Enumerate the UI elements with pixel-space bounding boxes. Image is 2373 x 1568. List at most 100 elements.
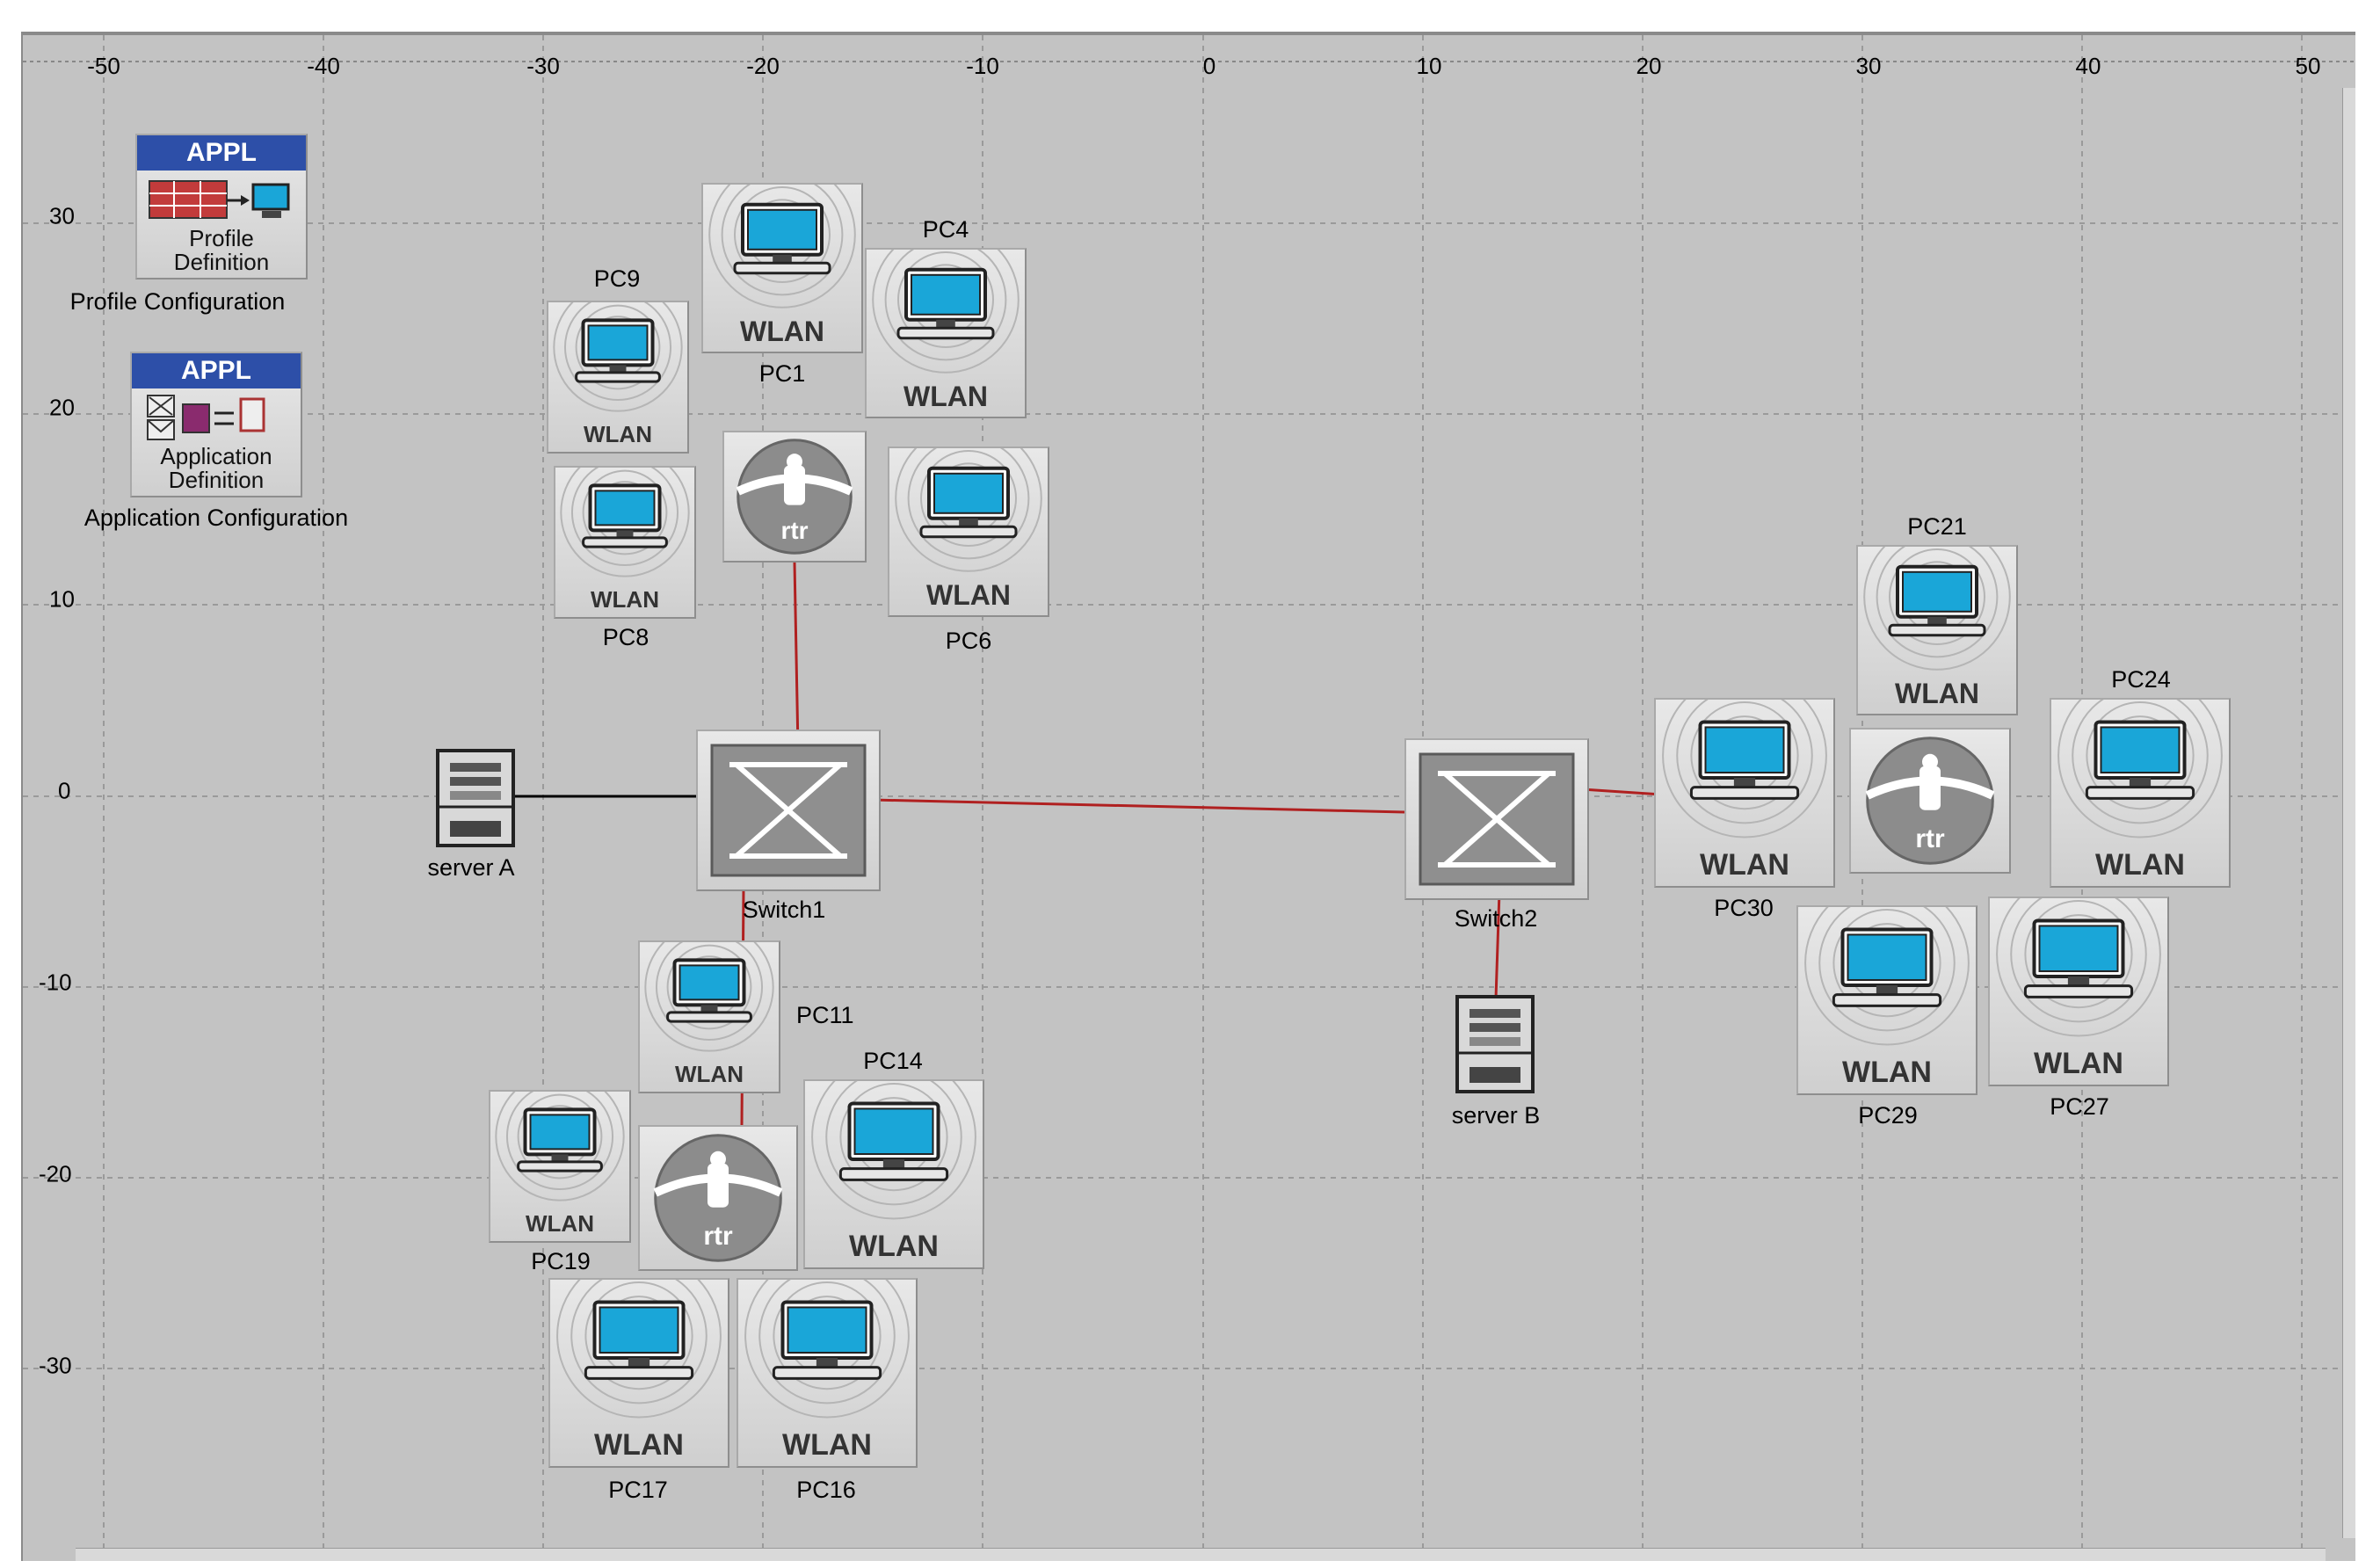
wlan-caption: WLAN bbox=[1700, 848, 1789, 882]
wireless-workstation-icon bbox=[1804, 907, 1970, 1046]
y-tick: 10 bbox=[49, 585, 75, 613]
workstation-pc1[interactable]: WLAN bbox=[701, 183, 863, 353]
router-top[interactable]: rtr bbox=[722, 431, 867, 563]
wireless-workstation-icon bbox=[495, 1092, 625, 1201]
wireless-workstation-icon bbox=[708, 185, 856, 309]
wlan-caption: WLAN bbox=[849, 1230, 939, 1263]
wlan-caption: WLAN bbox=[2034, 1047, 2123, 1080]
title-line: Profile bbox=[189, 225, 254, 251]
pc27-label: PC27 bbox=[2050, 1093, 2109, 1120]
title-line: Definition bbox=[168, 467, 265, 493]
wlan-caption: WLAN bbox=[594, 1428, 684, 1462]
y-tick: 20 bbox=[49, 394, 75, 421]
pc19-label: PC19 bbox=[531, 1248, 591, 1274]
horizontal-scrollbar[interactable] bbox=[76, 1548, 2326, 1561]
profile-config-label: Profile Configuration bbox=[69, 288, 286, 315]
router-caption: rtr bbox=[780, 517, 809, 544]
wlan-caption: WLAN bbox=[1895, 678, 1979, 709]
pc11-label: PC11 bbox=[796, 1002, 854, 1028]
pc4-label: PC4 bbox=[922, 216, 969, 243]
switch-icon bbox=[710, 744, 867, 877]
wlan-caption: WLAN bbox=[2095, 848, 2185, 882]
wlan-caption: WLAN bbox=[591, 586, 659, 613]
profile-definition-icon bbox=[149, 180, 290, 219]
wlan-caption: WLAN bbox=[526, 1210, 594, 1237]
wireless-workstation-icon bbox=[872, 250, 1020, 374]
router-bottom[interactable]: rtr bbox=[638, 1125, 798, 1271]
project-editor-canvas[interactable]: -50 -40 -30 -20 -10 0 10 20 30 40 50 30 … bbox=[21, 32, 2355, 1561]
link-rtr-top-switch1[interactable] bbox=[793, 562, 800, 750]
wlan-caption: WLAN bbox=[903, 381, 988, 412]
x-tick: -50 bbox=[87, 53, 120, 79]
wireless-workstation-icon bbox=[1863, 547, 2011, 671]
x-tick: 0 bbox=[1202, 53, 1216, 79]
y-tick: -10 bbox=[39, 969, 72, 996]
wireless-workstation-icon bbox=[644, 942, 774, 1052]
router-right[interactable]: rtr bbox=[1849, 728, 2011, 874]
y-tick: -30 bbox=[39, 1352, 72, 1379]
x-tick: 10 bbox=[1416, 53, 1442, 79]
pc24-label: PC24 bbox=[2111, 666, 2171, 693]
wlan-caption: WLAN bbox=[584, 421, 652, 447]
switch2-label: Switch2 bbox=[1454, 905, 1538, 932]
wlan-caption: WLAN bbox=[740, 316, 824, 347]
x-tick: -20 bbox=[746, 53, 780, 79]
switch1-node[interactable] bbox=[696, 730, 881, 891]
x-tick: 20 bbox=[1636, 53, 1662, 79]
link-switch1-switch2[interactable] bbox=[871, 798, 1405, 814]
switch2-node[interactable] bbox=[1404, 738, 1589, 900]
title-line: Definition bbox=[173, 249, 270, 275]
workstation-pc9[interactable]: WLAN bbox=[547, 301, 689, 454]
workstation-pc30[interactable]: WLAN bbox=[1654, 698, 1835, 888]
server-a-node[interactable] bbox=[434, 749, 517, 849]
x-tick: 50 bbox=[2295, 53, 2321, 79]
wireless-workstation-icon bbox=[744, 1280, 910, 1419]
appl-badge: APPL bbox=[132, 353, 301, 388]
wireless-router-icon bbox=[736, 439, 853, 555]
wlan-caption: WLAN bbox=[675, 1061, 744, 1087]
pc6-label: PC6 bbox=[945, 628, 992, 654]
wlan-caption: WLAN bbox=[926, 579, 1011, 611]
workstation-pc14[interactable]: WLAN bbox=[803, 1079, 984, 1269]
workstation-pc4[interactable]: WLAN bbox=[865, 248, 1027, 418]
wireless-workstation-icon bbox=[811, 1081, 976, 1220]
workstation-pc17[interactable]: WLAN bbox=[548, 1278, 729, 1468]
workstation-pc16[interactable]: WLAN bbox=[737, 1278, 918, 1468]
wireless-workstation-icon bbox=[556, 1280, 722, 1419]
workstation-pc24[interactable]: WLAN bbox=[2050, 698, 2231, 888]
wlan-caption: WLAN bbox=[782, 1428, 872, 1462]
y-tick: 30 bbox=[49, 202, 75, 229]
workstation-pc8[interactable]: WLAN bbox=[554, 466, 696, 619]
y-tick: -20 bbox=[39, 1160, 72, 1187]
x-tick: 30 bbox=[1855, 53, 1882, 79]
y-tick: 0 bbox=[58, 777, 71, 804]
workstation-pc27[interactable]: WLAN bbox=[1988, 897, 2169, 1086]
workstation-pc11[interactable]: WLAN bbox=[638, 940, 780, 1093]
switch1-label: Switch1 bbox=[742, 897, 826, 923]
server-icon bbox=[436, 749, 515, 847]
wireless-workstation-icon bbox=[1662, 700, 1827, 838]
workstation-pc19[interactable]: WLAN bbox=[489, 1090, 631, 1243]
link-switch2-serverb[interactable] bbox=[1494, 890, 1501, 999]
pc8-label: PC8 bbox=[602, 624, 649, 650]
wireless-workstation-icon bbox=[560, 468, 690, 577]
pc17-label: PC17 bbox=[608, 1477, 668, 1503]
pc9-label: PC9 bbox=[593, 265, 641, 292]
vertical-scrollbar[interactable] bbox=[2342, 88, 2355, 1538]
workstation-pc21[interactable]: WLAN bbox=[1856, 545, 2018, 715]
wlan-caption: WLAN bbox=[1842, 1056, 1932, 1089]
workstation-pc6[interactable]: WLAN bbox=[888, 446, 1049, 617]
pc30-label: PC30 bbox=[1714, 895, 1774, 921]
server-b-node[interactable] bbox=[1454, 995, 1536, 1095]
wireless-router-icon bbox=[653, 1134, 783, 1262]
pc29-label: PC29 bbox=[1858, 1102, 1918, 1129]
switch-icon bbox=[1419, 752, 1575, 886]
workstation-pc29[interactable]: WLAN bbox=[1796, 905, 1978, 1095]
application-config-label: Application Configuration bbox=[83, 505, 349, 531]
pc16-label: PC16 bbox=[796, 1477, 856, 1503]
pc1-label: PC1 bbox=[758, 360, 806, 387]
